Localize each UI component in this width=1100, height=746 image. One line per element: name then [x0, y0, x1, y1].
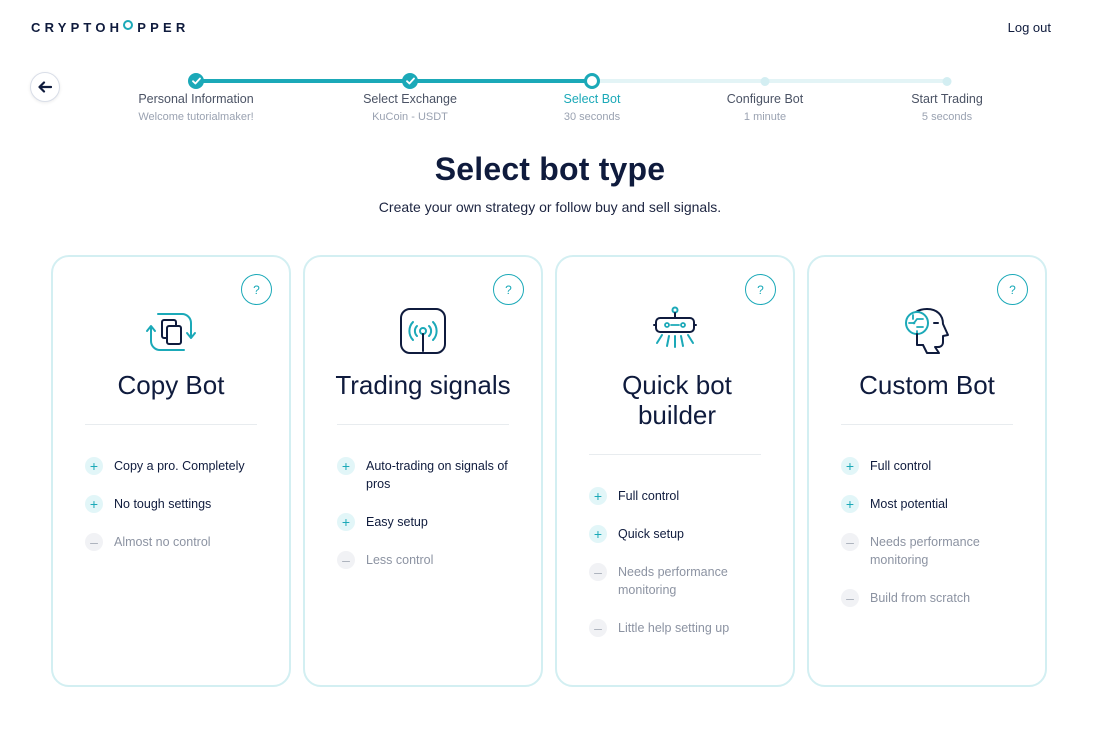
stepper-track-remaining — [592, 79, 947, 83]
signal-icon — [395, 305, 451, 357]
step-label: Configure Bot — [726, 92, 804, 106]
feature-text: Auto-trading on signals of pros — [366, 459, 508, 491]
step-check-icon — [402, 73, 418, 89]
minus-icon: – — [337, 551, 355, 569]
feature-text: Almost no control — [114, 535, 211, 549]
feature-list: + Full control + Quick setup – Needs per… — [589, 487, 773, 657]
feature-text: Quick setup — [618, 527, 685, 541]
ai-head-icon — [899, 305, 955, 357]
page-title: Select bot type — [434, 151, 666, 187]
step-current-dot-icon — [584, 73, 600, 89]
minus-icon: – — [85, 533, 103, 551]
feature-item: + Quick setup — [589, 525, 773, 543]
help-button[interactable]: ? — [997, 274, 1028, 305]
step-label: Select Bot — [563, 92, 621, 106]
step-sublabel: Welcome tutorialmaker! — [138, 111, 254, 123]
feature-item: + Copy a pro. Completely — [85, 457, 269, 475]
step-sublabel: 1 minute — [743, 111, 787, 123]
feature-text: Less control — [366, 553, 434, 567]
step-sublabel: KuCoin - USDT — [372, 111, 448, 123]
step-label: Select Exchange — [363, 92, 457, 106]
feature-text: Copy a pro. Completely — [114, 459, 245, 473]
back-button[interactable] — [30, 72, 60, 102]
feature-text: No tough settings — [114, 497, 212, 511]
card-title: Quick bot builder — [622, 370, 732, 430]
feature-text: Build from scratch — [870, 591, 971, 605]
logo-ring-icon — [123, 19, 134, 30]
feature-item: + Easy setup — [337, 513, 521, 531]
plus-icon: + — [337, 457, 355, 475]
feature-text: Most potential — [870, 497, 948, 511]
logo-text-left: CRYPTOH — [31, 20, 124, 35]
bot-card-quick-bot-builder[interactable]: ? Quick bot builder + Full control + — [555, 255, 795, 687]
stepper-track-complete — [196, 79, 592, 83]
minus-icon: – — [841, 533, 859, 551]
feature-text: Needs performance monitoring — [618, 565, 728, 597]
step-sublabel: 5 seconds — [921, 111, 973, 123]
feature-text: Easy setup — [366, 515, 428, 529]
help-button[interactable]: ? — [745, 274, 776, 305]
bot-type-cards: ? Copy Bot + Copy a pro. Completely + No… — [51, 255, 1047, 687]
feature-text: Needs performance monitoring — [870, 535, 980, 567]
cryptohopper-logo[interactable]: CRYPTOH PPER — [31, 19, 190, 35]
feature-item: + Auto-trading on signals of pros — [337, 457, 521, 493]
step-pending-dot-icon — [942, 77, 952, 86]
plus-icon: + — [85, 495, 103, 513]
robot-icon — [647, 305, 703, 357]
minus-icon: – — [841, 589, 859, 607]
bot-card-trading-signals[interactable]: ? Trading signals + Auto-trading on sign… — [303, 255, 543, 687]
help-button[interactable]: ? — [241, 274, 272, 305]
step-check-icon — [188, 73, 204, 89]
arrow-left-icon — [38, 81, 52, 93]
feature-item: + No tough settings — [85, 495, 269, 513]
minus-icon: – — [589, 563, 607, 581]
logout-link[interactable]: Log out — [1007, 20, 1051, 35]
help-button[interactable]: ? — [493, 274, 524, 305]
feature-text: Full control — [618, 489, 680, 503]
step-label: Personal Information — [138, 92, 254, 106]
bot-card-copy-bot[interactable]: ? Copy Bot + Copy a pro. Completely + No… — [51, 255, 291, 687]
card-divider — [337, 424, 509, 425]
plus-icon: + — [85, 457, 103, 475]
feature-item: – Needs performance monitoring — [841, 533, 1025, 569]
feature-item: – Needs performance monitoring — [589, 563, 773, 599]
feature-item: – Little help setting up — [589, 619, 773, 637]
step-label: Start Trading — [911, 92, 983, 106]
plus-icon: + — [841, 457, 859, 475]
card-divider — [589, 454, 761, 455]
plus-icon: + — [589, 487, 607, 505]
logo-text-right: PPER — [137, 20, 190, 35]
card-title: Trading signals — [335, 370, 511, 400]
feature-item: – Build from scratch — [841, 589, 1025, 607]
feature-item: + Most potential — [841, 495, 1025, 513]
plus-icon: + — [589, 525, 607, 543]
copy-bot-icon — [143, 305, 199, 357]
card-divider — [85, 424, 257, 425]
feature-list: + Copy a pro. Completely + No tough sett… — [85, 457, 269, 571]
feature-text: Full control — [870, 459, 932, 473]
plus-icon: + — [841, 495, 859, 513]
page-subtitle: Create your own strategy or follow buy a… — [378, 199, 722, 215]
feature-list: + Auto-trading on signals of pros + Easy… — [337, 457, 521, 589]
step-pending-dot-icon — [760, 77, 770, 86]
feature-list: + Full control + Most potential – Needs … — [841, 457, 1025, 627]
progress-stepper: Personal Information Welcome tutorialmak… — [0, 70, 1100, 130]
bot-card-custom-bot[interactable]: ? Custom Bot + Full control + Most poten… — [807, 255, 1047, 687]
plus-icon: + — [337, 513, 355, 531]
step-sublabel: 30 seconds — [563, 111, 621, 123]
card-title: Copy Bot — [117, 370, 225, 400]
card-divider — [841, 424, 1013, 425]
feature-item: – Less control — [337, 551, 521, 569]
feature-text: Little help setting up — [618, 621, 730, 635]
card-title: Custom Bot — [859, 370, 995, 400]
minus-icon: – — [589, 619, 607, 637]
feature-item: – Almost no control — [85, 533, 269, 551]
feature-item: + Full control — [589, 487, 773, 505]
feature-item: + Full control — [841, 457, 1025, 475]
